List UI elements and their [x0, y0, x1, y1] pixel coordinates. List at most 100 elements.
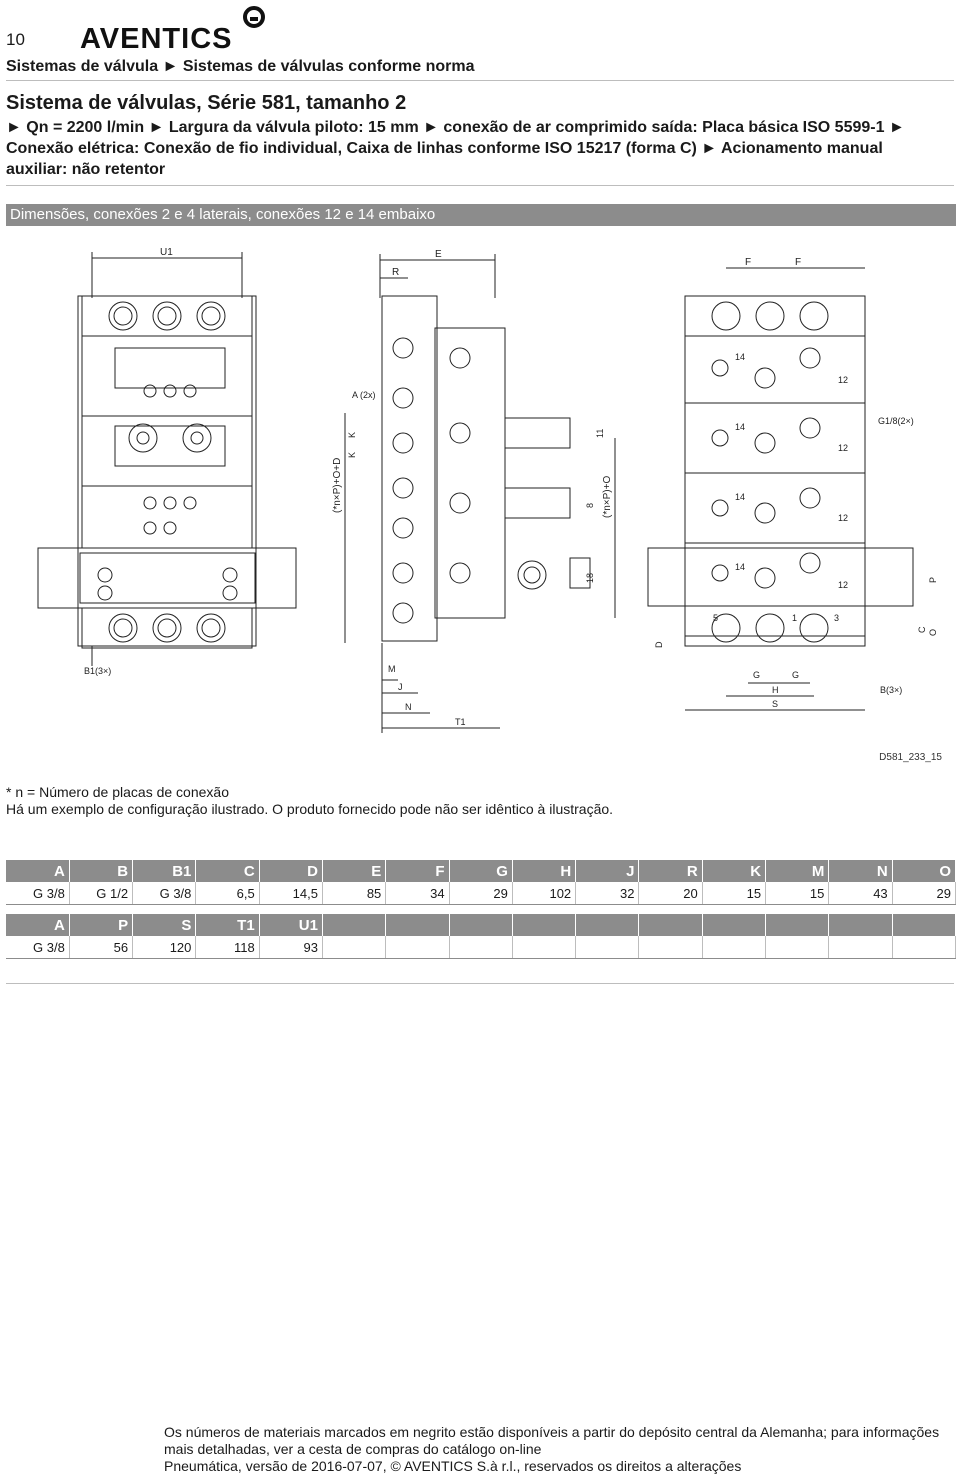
column-header: U1 — [259, 914, 323, 936]
page-title: Sistema de válvulas, Série 581, tamanho … — [6, 92, 407, 114]
table-cell: 118 — [195, 936, 260, 959]
table-cell: 32 — [575, 882, 640, 905]
column-header: O — [892, 860, 957, 882]
breadcrumb: Sistemas de válvula ► Sistemas de válvul… — [6, 58, 475, 75]
dim-18: 18 — [585, 573, 595, 583]
column-header — [892, 914, 957, 936]
column-header: G — [449, 860, 513, 882]
table-row: G 3/8 56 120 118 93 — [6, 936, 957, 959]
dim-o: O — [928, 629, 938, 636]
column-header: K — [702, 860, 767, 882]
title-block: Sistema de válvulas, Série 581, tamanho … — [6, 91, 946, 180]
column-header: E — [322, 860, 387, 882]
column-header: M — [765, 860, 830, 882]
column-header — [385, 914, 450, 936]
note-line: Há um exemplo de configuração ilustrado.… — [6, 801, 614, 817]
right-view: F F 14 12 14 12 14 12 14 12 G1/8(2×) 5 1… — [647, 257, 938, 711]
page-subtitle: ► Qn = 2200 l/min ► Largura da válvula p… — [6, 119, 905, 178]
dim-h: H — [772, 685, 779, 695]
table-cell: 85 — [322, 882, 387, 905]
middle-view: E R A (2x) K K (*n×P)+O+D (*n×P)+O 11 8 … — [332, 249, 616, 733]
column-header: A — [6, 914, 70, 936]
dim-e: E — [435, 249, 442, 260]
section-title-bar: Dimensões, conexões 2 e 4 laterais, cone… — [6, 204, 956, 226]
port-14d: 14 — [735, 562, 745, 572]
table-cell: 29 — [892, 882, 957, 905]
table-cell — [512, 936, 577, 959]
table-cell: 14,5 — [259, 882, 323, 905]
table-cell: 29 — [449, 882, 513, 905]
table-cell — [449, 936, 513, 959]
drawing-code: D581_233_15 — [879, 752, 942, 763]
table-cell: 6,5 — [195, 882, 260, 905]
column-header: P — [69, 914, 134, 936]
dim-s: S — [772, 699, 778, 709]
table-cell — [702, 936, 767, 959]
table-cell: 120 — [132, 936, 197, 959]
column-header: N — [828, 860, 893, 882]
table-cell — [765, 936, 830, 959]
dim-n: N — [405, 702, 412, 712]
note-line: * n = Número de placas de conexão — [6, 784, 229, 800]
table-header-row: A B B1 C D E F G H J R K M N O — [6, 860, 957, 882]
table-row: G 3/8 G 1/2 G 3/8 6,5 14,5 85 34 29 102 … — [6, 882, 957, 905]
column-header — [828, 914, 893, 936]
table-cell: 20 — [638, 882, 703, 905]
dimension-drawing: U1 B1(3×) E R — [37, 247, 938, 733]
table-cell: 43 — [828, 882, 893, 905]
table-cell: G 3/8 — [6, 882, 70, 905]
dim-p: P — [928, 577, 938, 583]
column-header: H — [512, 860, 577, 882]
table-cell — [828, 936, 893, 959]
column-header — [638, 914, 703, 936]
column-header: C — [195, 860, 260, 882]
label-b3: B(3×) — [880, 685, 902, 695]
table-cell: 102 — [512, 882, 577, 905]
port-14a: 14 — [735, 352, 745, 362]
port-3: 3 — [834, 613, 839, 623]
column-header: J — [575, 860, 640, 882]
port-1: 1 — [792, 613, 797, 623]
footer-edition: Pneumática, versão de 2016-07-07, © AVEN… — [164, 1458, 742, 1474]
dim-np-o: (*n×P)+O — [602, 476, 613, 518]
title-divider — [6, 185, 954, 186]
column-header — [512, 914, 577, 936]
table-cell — [322, 936, 387, 959]
port-14b: 14 — [735, 422, 745, 432]
table-cell: 56 — [69, 936, 134, 959]
footer: Os números de materiais marcados em negr… — [164, 1424, 954, 1475]
dim-8: 8 — [585, 503, 595, 508]
dimension-table-2: A P S T1 U1 G 3/8 56 120 118 93 — [6, 914, 957, 959]
brand-wordmark: AVENTICS — [80, 23, 232, 52]
header-divider — [6, 80, 954, 81]
dim-t1: T1 — [455, 717, 466, 727]
page-number: 10 — [6, 30, 25, 49]
dim-g2: G — [792, 670, 799, 680]
port-5: 5 — [713, 613, 718, 623]
column-header — [765, 914, 830, 936]
left-view: U1 B1(3×) — [37, 247, 297, 676]
dimension-table-1: A B B1 C D E F G H J R K M N O G 3/8 G 1… — [6, 860, 957, 905]
dim-f2: F — [795, 257, 801, 268]
port-14c: 14 — [735, 492, 745, 502]
dim-k2: K — [347, 452, 357, 458]
label-g18: G1/8(2×) — [878, 416, 914, 426]
dim-f1: F — [745, 257, 751, 268]
label-b1: B1(3×) — [84, 666, 111, 676]
dim-k1: K — [347, 432, 357, 438]
table-header-row: A P S T1 U1 — [6, 914, 957, 936]
table-cell: 15 — [702, 882, 767, 905]
column-header: A — [6, 860, 70, 882]
table-cell — [892, 936, 957, 959]
column-header: T1 — [195, 914, 260, 936]
table-cell: G 3/8 — [6, 936, 70, 959]
label-a2x: A (2x) — [352, 390, 376, 400]
content-end-divider — [6, 983, 954, 984]
dim-u1: U1 — [160, 247, 173, 258]
column-header — [449, 914, 513, 936]
port-12b: 12 — [838, 443, 848, 453]
dim-c: C — [917, 626, 927, 633]
table-cell: G 1/2 — [69, 882, 134, 905]
dim-np-od: (*n×P)+O+D — [332, 458, 343, 513]
table-cell — [638, 936, 703, 959]
